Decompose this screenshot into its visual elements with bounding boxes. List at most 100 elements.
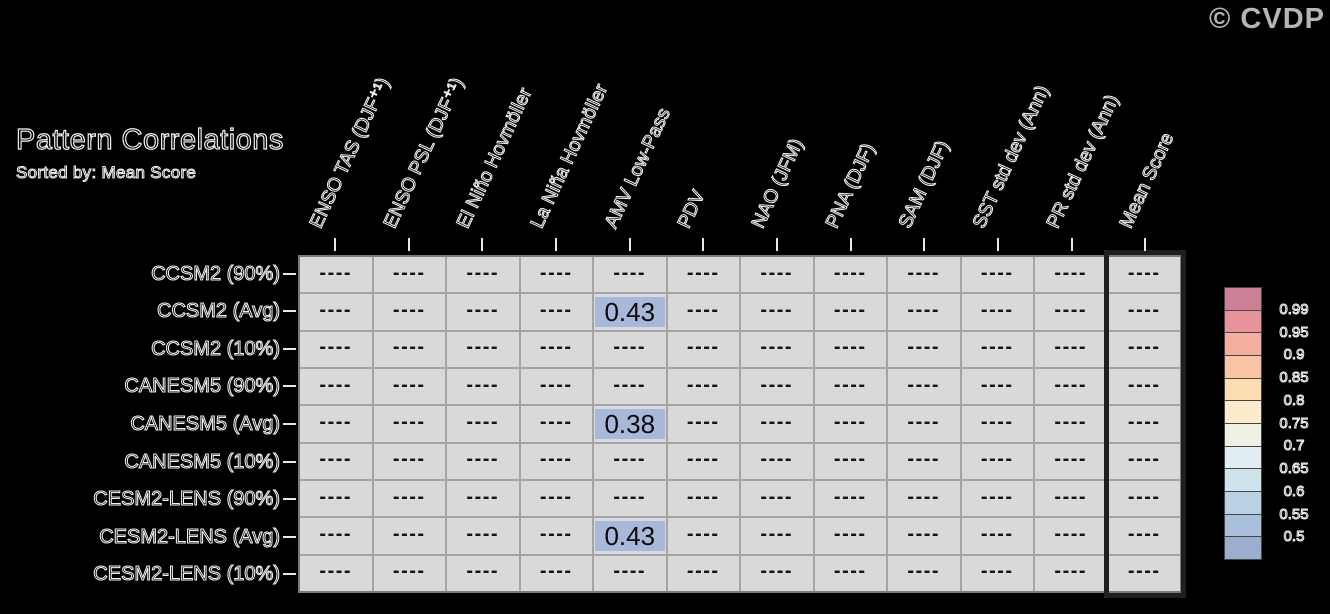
missing-value: ---- xyxy=(613,336,647,359)
heatmap-cell: ---- xyxy=(741,368,813,405)
missing-value: ---- xyxy=(833,560,867,583)
missing-value: ---- xyxy=(760,485,794,508)
row-tick xyxy=(283,272,296,275)
column-label: PDV xyxy=(674,187,711,232)
missing-value: ---- xyxy=(833,448,867,471)
colorbar-segment xyxy=(1225,288,1261,311)
missing-value: ---- xyxy=(980,560,1014,583)
heatmap-cell: ---- xyxy=(888,331,960,367)
missing-value: ---- xyxy=(833,522,867,545)
missing-value: ---- xyxy=(907,410,941,433)
missing-value: ---- xyxy=(760,336,794,359)
heatmap-cell: ---- xyxy=(667,331,739,367)
heatmap-cell: ---- xyxy=(520,406,592,442)
missing-value: ---- xyxy=(466,522,500,545)
heatmap-cell: ---- xyxy=(373,480,445,517)
missing-value: ---- xyxy=(1127,298,1161,321)
missing-value: ---- xyxy=(392,448,426,471)
heatmap-cell: ---- xyxy=(447,331,519,367)
heatmap-cell: ---- xyxy=(1108,406,1180,442)
heatmap-cell: ---- xyxy=(1108,518,1180,554)
missing-value: ---- xyxy=(319,522,353,545)
missing-value: ---- xyxy=(613,560,647,583)
heatmap-cell: ---- xyxy=(520,518,592,554)
missing-value: ---- xyxy=(319,298,353,321)
heatmap-cell: ---- xyxy=(300,555,372,591)
heatmap-cell: ---- xyxy=(520,443,592,479)
heatmap-cell: ---- xyxy=(520,368,592,405)
heatmap-cell: ---- xyxy=(1035,331,1107,367)
heatmap-cell: ---- xyxy=(373,406,445,442)
heatmap-cell: ---- xyxy=(300,480,372,517)
heatmap-cell: ---- xyxy=(888,480,960,517)
heatmap-cell: ---- xyxy=(1035,294,1107,330)
missing-value: ---- xyxy=(1127,485,1161,508)
column-tick xyxy=(628,238,631,251)
missing-value: ---- xyxy=(686,522,720,545)
missing-value: ---- xyxy=(833,373,867,396)
missing-value: ---- xyxy=(539,485,573,508)
heatmap-cell: ---- xyxy=(447,406,519,442)
heatmap-cell: ---- xyxy=(741,443,813,479)
column-label: SAM (DJF) xyxy=(895,137,955,232)
heatmap-cell: ---- xyxy=(961,331,1033,367)
heatmap-cell: ---- xyxy=(1108,257,1180,293)
colorbar-label: 0.8 xyxy=(1283,391,1305,409)
heatmap-cell: ---- xyxy=(814,294,886,330)
missing-value: ---- xyxy=(613,485,647,508)
missing-value: ---- xyxy=(392,261,426,284)
heatmap-cell: ---- xyxy=(1108,443,1180,479)
cvdp-watermark: © CVDP xyxy=(1209,3,1325,35)
missing-value: ---- xyxy=(907,373,941,396)
missing-value: ---- xyxy=(833,336,867,359)
missing-value: ---- xyxy=(686,410,720,433)
missing-value: ---- xyxy=(1054,560,1088,583)
heatmap-cell: ---- xyxy=(520,331,592,367)
heatmap-cell-value: 0.38 xyxy=(595,409,665,439)
column-tick xyxy=(554,238,557,251)
missing-value: ---- xyxy=(686,261,720,284)
missing-value: ---- xyxy=(466,298,500,321)
missing-value: ---- xyxy=(392,373,426,396)
missing-value: ---- xyxy=(613,373,647,396)
missing-value: ---- xyxy=(980,261,1014,284)
heatmap-cell: ---- xyxy=(520,480,592,517)
missing-value: ---- xyxy=(980,298,1014,321)
column-tick xyxy=(407,238,410,251)
missing-value: ---- xyxy=(1054,485,1088,508)
missing-value: ---- xyxy=(760,522,794,545)
missing-value: ---- xyxy=(319,485,353,508)
heatmap-cell: ---- xyxy=(961,257,1033,293)
heatmap-cell: ---- xyxy=(814,331,886,367)
heatmap-cell: ---- xyxy=(814,555,886,591)
colorbar-segment xyxy=(1225,424,1261,447)
column-label: Mean Score xyxy=(1116,129,1179,232)
missing-value: ---- xyxy=(1127,448,1161,471)
heatmap-cell: ---- xyxy=(814,406,886,442)
page-subtitle: Sorted by: Mean Score xyxy=(15,163,197,183)
colorbar-label: 0.75 xyxy=(1279,414,1309,432)
heatmap-cell: ---- xyxy=(1035,257,1107,293)
missing-value: ---- xyxy=(760,448,794,471)
heatmap-cell: ---- xyxy=(373,257,445,293)
missing-value: ---- xyxy=(907,522,941,545)
colorbar-label: 0.5 xyxy=(1283,528,1305,546)
missing-value: ---- xyxy=(539,448,573,471)
row-tick xyxy=(283,573,296,576)
heatmap-cell: ---- xyxy=(300,294,372,330)
heatmap-cell: ---- xyxy=(741,406,813,442)
missing-value: ---- xyxy=(319,336,353,359)
column-label: PR std dev (Ann) xyxy=(1042,91,1123,232)
heatmap-cell: ---- xyxy=(961,294,1033,330)
heatmap-cell: ---- xyxy=(741,331,813,367)
missing-value: ---- xyxy=(833,261,867,284)
colorbar-segment xyxy=(1225,333,1261,357)
column-tick xyxy=(923,238,926,251)
heatmap-cell: ---- xyxy=(1108,331,1180,367)
missing-value: ---- xyxy=(539,522,573,545)
missing-value: ---- xyxy=(833,485,867,508)
column-tick xyxy=(1144,238,1147,251)
missing-value: ---- xyxy=(760,560,794,583)
heatmap-cell: ---- xyxy=(814,257,886,293)
column-label: NAO (JFM) xyxy=(747,135,808,232)
